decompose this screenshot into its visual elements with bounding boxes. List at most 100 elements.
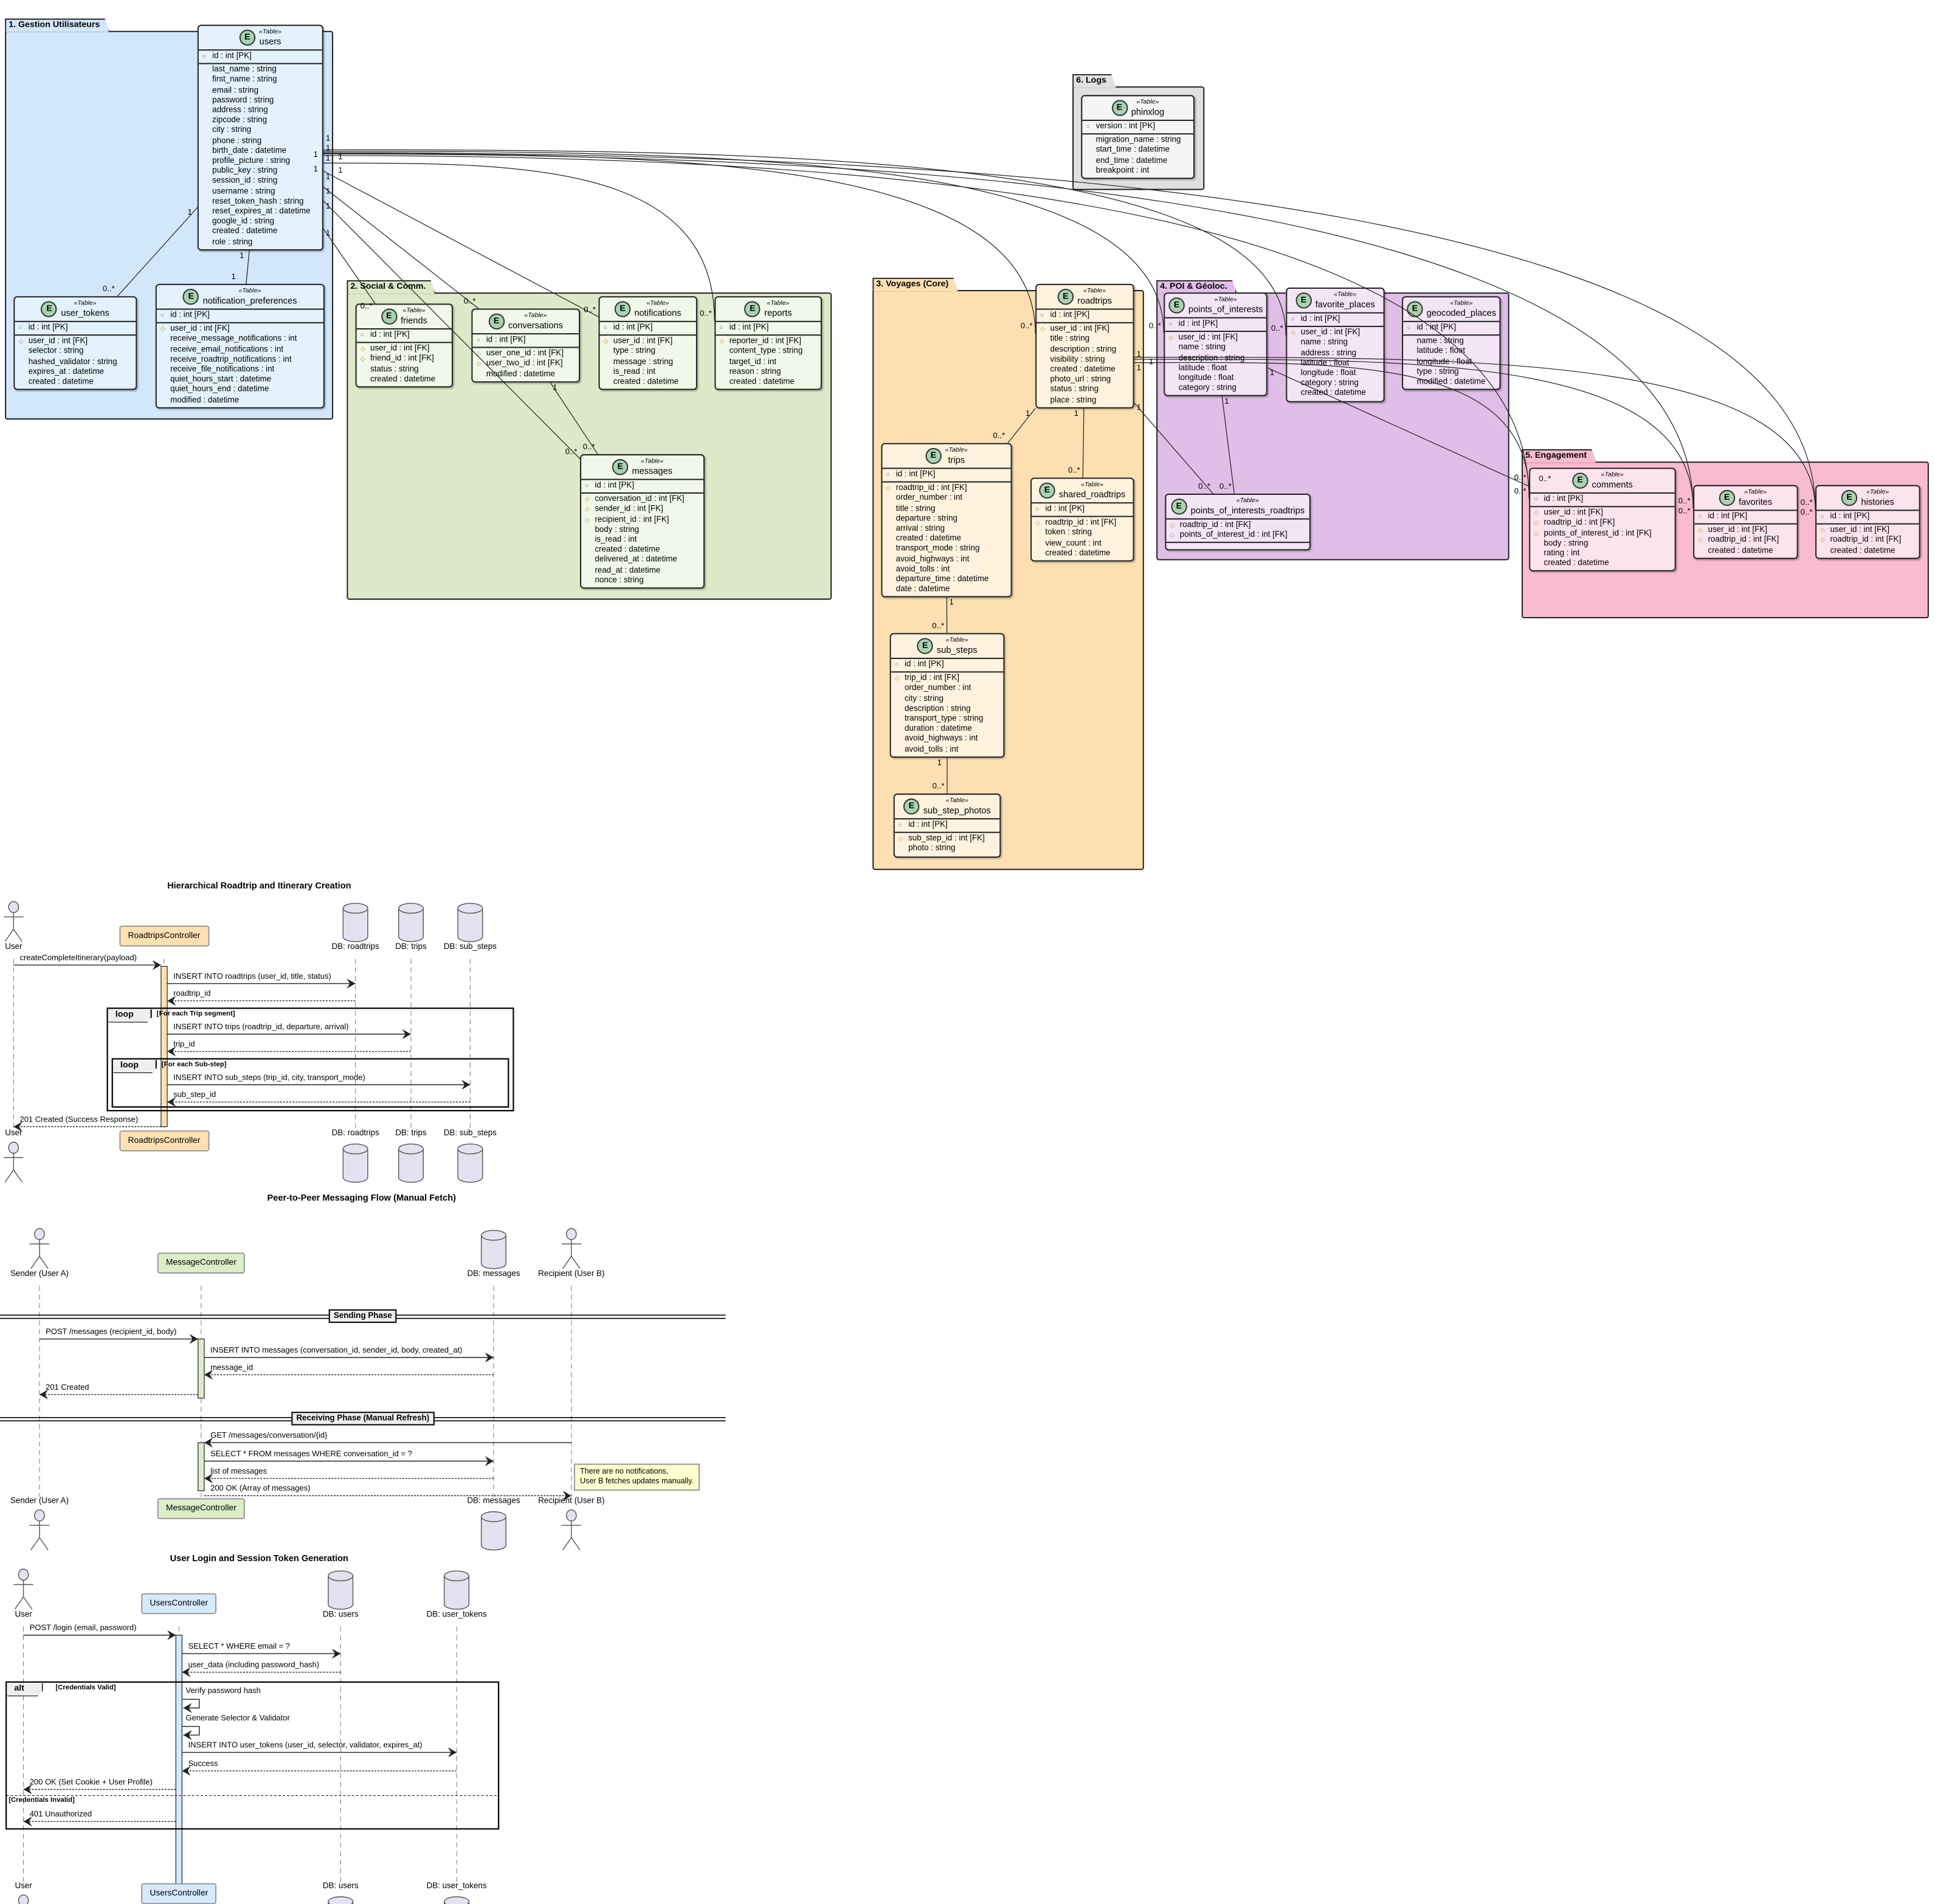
participant-box-bottom: UsersController	[141, 1883, 216, 1904]
participant-label-top: DB: roadtrips	[332, 943, 379, 951]
participant-label-bottom: Recipient (User B)	[538, 1497, 604, 1505]
actor-icon	[13, 1895, 33, 1904]
participant-label-top: User	[15, 1610, 32, 1619]
participant-label-top: DB: users	[323, 1610, 359, 1619]
actor-body	[4, 1153, 23, 1182]
participant-label-bottom: User	[5, 1129, 22, 1137]
participant-label-bottom: DB: roadtrips	[332, 1129, 379, 1137]
activation-bar	[161, 966, 167, 1126]
participant-label-top: DB: user_tokens	[427, 1610, 487, 1619]
message-label: INSERT INTO messages (conversation_id, s…	[210, 1347, 462, 1356]
participant-label-bottom: DB: users	[323, 1882, 359, 1891]
message-label: 201 Created	[46, 1384, 89, 1393]
database-cylinder	[444, 1897, 469, 1904]
self-message-arrow	[182, 1699, 199, 1708]
note-line: There are no notifications,	[580, 1468, 694, 1477]
frame-else-guard: [Credentials Invalid]	[9, 1797, 75, 1805]
activation-bar	[198, 1443, 204, 1491]
message-label: Generate Selector & Validator	[186, 1714, 290, 1724]
database-icon	[481, 1230, 506, 1269]
activation-bar	[176, 1635, 182, 1886]
database-cylinder	[399, 1144, 424, 1182]
database-cylinder	[481, 1230, 506, 1269]
database-cylinder	[343, 1144, 368, 1182]
database-icon	[481, 1512, 506, 1550]
message-label: INSERT INTO user_tokens (user_id, select…	[188, 1741, 423, 1751]
actor-icon	[4, 902, 23, 942]
activation-bar	[198, 1339, 204, 1398]
actor-icon	[30, 1510, 49, 1550]
participant-label-bottom: DB: messages	[467, 1497, 520, 1505]
participant-label-bottom: User	[15, 1882, 32, 1891]
message-label: INSERT INTO trips (roadtrip_id, departur…	[173, 1023, 348, 1033]
participant-box-bottom: MessageController	[157, 1498, 245, 1519]
message-label: GET /messages/conversation/{id}	[210, 1432, 327, 1441]
actor-head	[35, 1510, 44, 1521]
actor-body	[30, 1240, 49, 1269]
actor-head	[35, 1229, 44, 1240]
database-icon	[444, 1571, 469, 1609]
actor-head	[567, 1510, 576, 1521]
note: There are no notifications,User B fetche…	[574, 1464, 700, 1491]
message-label: POST /messages (recipient_id, body)	[46, 1328, 176, 1337]
frame-guard: [For each Sub-step]	[162, 1061, 227, 1069]
message-label: 201 Created (Success Response)	[19, 1116, 138, 1125]
database-cylinder	[481, 1512, 506, 1550]
actor-head	[18, 1895, 28, 1904]
frame-guard: [For each Trip segment]	[157, 1011, 235, 1019]
sequence-title: Hierarchical Roadtrip and Itinerary Crea…	[167, 880, 351, 891]
actor-icon	[562, 1229, 581, 1269]
actor-body	[30, 1521, 49, 1550]
message-label: POST /login (email, password)	[30, 1624, 137, 1633]
participant-label-bottom: DB: sub_steps	[444, 1129, 497, 1137]
frame-kind-label: loop	[113, 1060, 157, 1073]
database-icon	[343, 1144, 368, 1182]
message-label: trip_id	[173, 1040, 195, 1050]
frame-guard: [Credentials Valid]	[55, 1685, 116, 1692]
participant-box-top: RoadtripsController	[119, 926, 209, 947]
participant-box-bottom: RoadtripsController	[119, 1130, 209, 1151]
participant-label-bottom: DB: trips	[395, 1129, 426, 1137]
message-label: SELECT * WHERE email = ?	[188, 1643, 290, 1652]
actor-head	[9, 1142, 18, 1153]
message-label: sub_step_id	[173, 1091, 216, 1101]
actor-icon	[13, 1569, 33, 1609]
participant-label-top: DB: messages	[467, 1270, 520, 1278]
message-label: user_data (including password_hash)	[188, 1661, 320, 1671]
message-label: roadtrip_id	[173, 990, 210, 999]
participant-box-top: MessageController	[157, 1252, 245, 1274]
phase-divider: Sending Phase	[329, 1309, 397, 1323]
message-label: Success	[188, 1760, 218, 1770]
message-label: createCompleteItinerary(payload)	[19, 954, 137, 964]
participant-label-top: Sender (User A)	[10, 1270, 69, 1278]
participant-label-top: User	[5, 943, 22, 951]
database-icon	[328, 1897, 353, 1904]
message-label: message_id	[210, 1364, 253, 1373]
actor-icon	[562, 1510, 581, 1550]
database-icon	[458, 903, 483, 942]
frame-kind-label: alt	[7, 1683, 43, 1696]
actor-head	[18, 1569, 28, 1580]
database-icon	[399, 1144, 424, 1182]
database-icon	[458, 1144, 483, 1182]
database-icon	[328, 1571, 353, 1609]
actor-body	[13, 1580, 33, 1609]
actor-head	[567, 1229, 576, 1240]
message-label: 200 OK (Array of messages)	[210, 1485, 310, 1494]
database-icon	[343, 903, 368, 942]
actor-icon	[30, 1229, 49, 1269]
participant-label-bottom: DB: user_tokens	[427, 1882, 487, 1891]
actor-icon	[4, 1142, 23, 1182]
actor-body	[4, 912, 23, 942]
message-label: 200 OK (Set Cookie + User Profile)	[30, 1778, 153, 1788]
participant-label-top: DB: trips	[395, 943, 426, 951]
participant-label-top: Recipient (User B)	[538, 1270, 604, 1278]
sequence-title: Peer-to-Peer Messaging Flow (Manual Fetc…	[267, 1192, 457, 1203]
database-cylinder	[458, 903, 483, 942]
database-cylinder	[328, 1897, 353, 1904]
note-line: User B fetches updates manually.	[580, 1477, 694, 1487]
database-cylinder	[444, 1571, 469, 1609]
database-icon	[399, 903, 424, 942]
phase-divider: Receiving Phase (Manual Refresh)	[291, 1412, 434, 1425]
